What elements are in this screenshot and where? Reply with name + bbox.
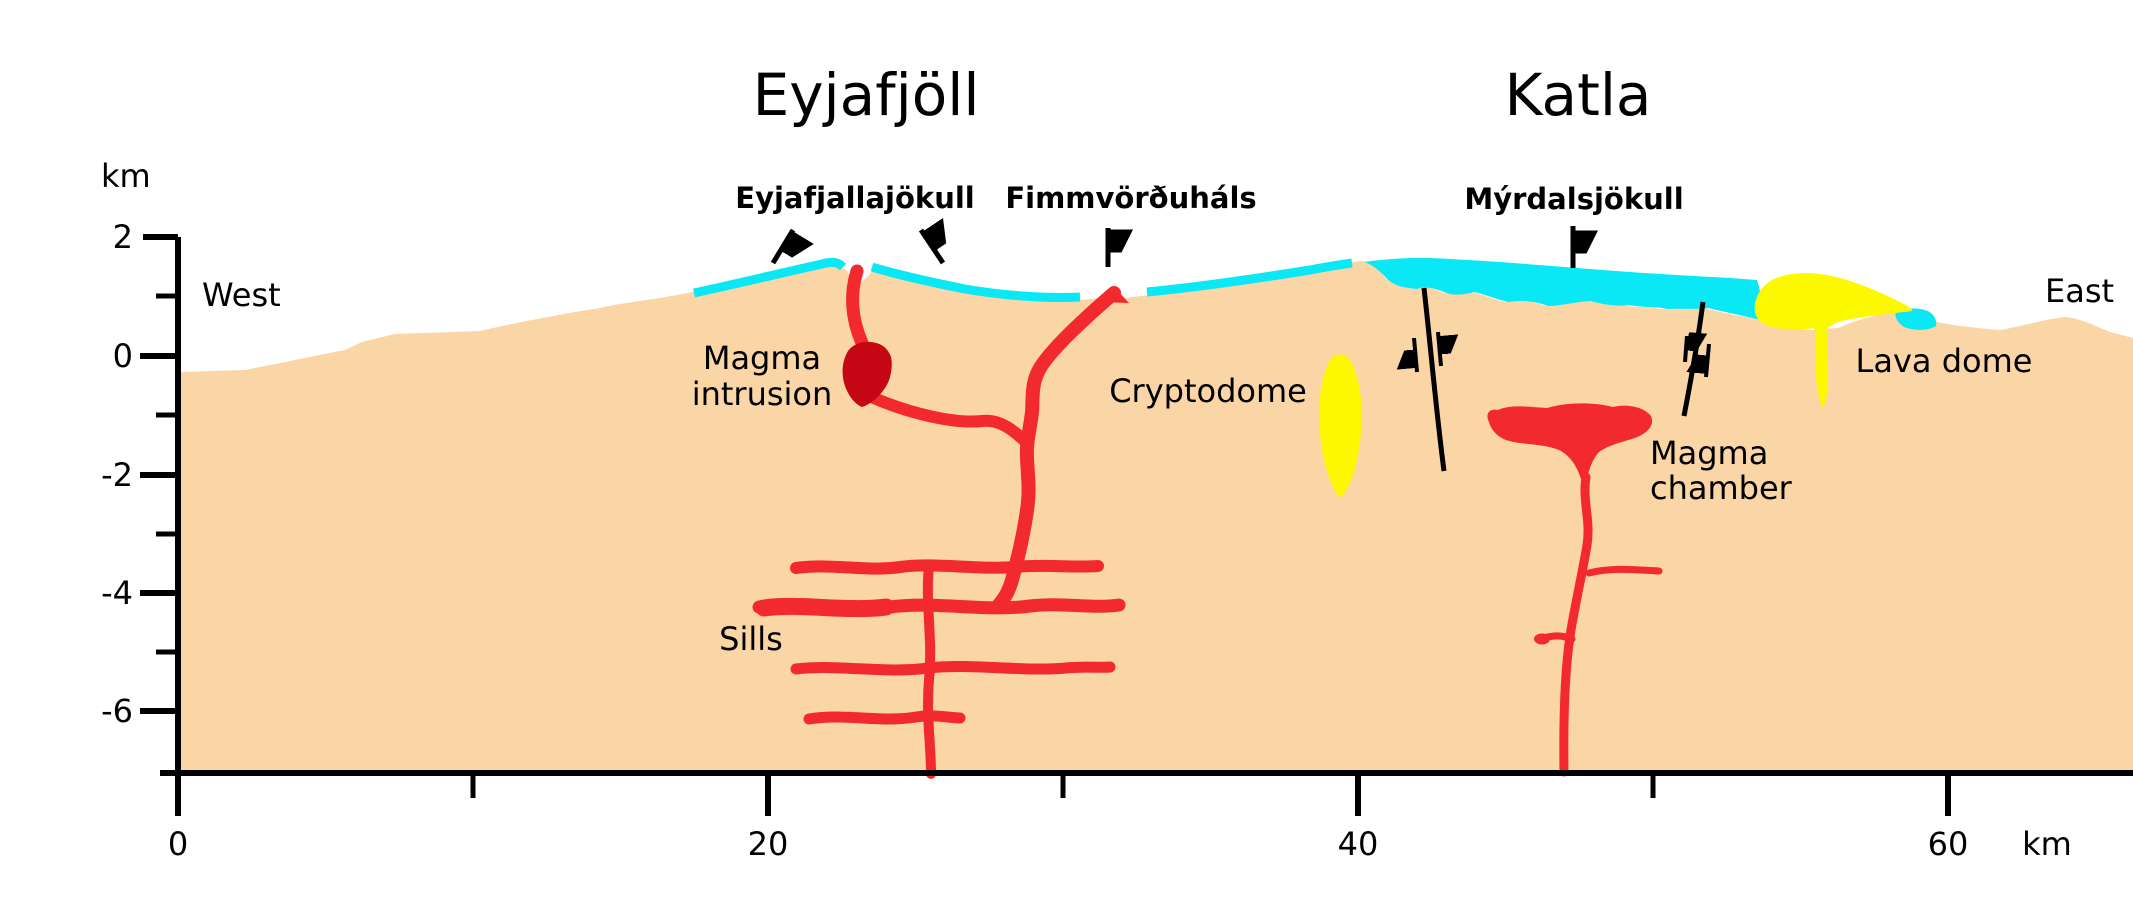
x-axis-unit-label: km [2022, 825, 2072, 863]
lava-dome-body [1754, 273, 1913, 408]
eyjafjallajokull-glacier-west-band [693, 257, 847, 298]
fault-east-up-arrow [1706, 343, 1711, 378]
x-axis-minor-ticks [470, 773, 1656, 798]
eyjafjallajokull-glacier-east-band [870, 262, 1081, 303]
y-tick-label-neg6: -6 [101, 692, 133, 730]
fimmvorduhals-feeder-dike [991, 286, 1121, 613]
sill-2-thick-left [755, 597, 895, 618]
y-tick-label-0: 0 [112, 337, 133, 375]
label-myrdalsjokull: Mýrdalsjökull [1464, 182, 1684, 216]
eyjafjallajokull-pointer-arrow-right [918, 230, 943, 265]
katla-magma-chamber-body [1487, 403, 1653, 479]
fault-west-down-arrow [1436, 331, 1441, 367]
label-lava-dome: Lava dome [1855, 342, 2033, 380]
label-fimmvorduhals: Fimmvörðuháls [1005, 181, 1257, 215]
katla-feeder-dike [1559, 472, 1593, 777]
label-magma-intrusion-line2: intrusion [691, 375, 833, 413]
eyjafjallajokull-pointer-arrow-left [770, 228, 793, 265]
x-tick-label-40: 40 [1337, 825, 1379, 863]
katla-dike-branch-left-tip [1534, 633, 1550, 645]
y-tick-label-neg4: -4 [101, 574, 133, 612]
x-tick-label-60: 60 [1927, 825, 1969, 863]
title-katla: Katla [1504, 61, 1652, 129]
label-west: West [202, 276, 281, 314]
central-deep-dike [922, 562, 936, 779]
fault-west-up-arrow [1414, 337, 1419, 373]
myrdalsjokull-glacier-main [1364, 258, 1762, 320]
sill-4 [803, 710, 966, 725]
magma-intrusion-body [842, 341, 892, 407]
y-axis-minor-ticks [156, 293, 178, 655]
title-eyjafjoll: Eyjafjöll [752, 61, 980, 129]
label-magma-intrusion-line1: Magma [702, 339, 822, 377]
label-cryptodome: Cryptodome [1109, 372, 1307, 410]
diagonal-dike [863, 390, 1032, 448]
katla-dike-branch-right [1585, 565, 1663, 577]
label-eyjafjallajokull: Eyjafjallajökull [735, 181, 975, 215]
label-east: East [2045, 272, 2115, 310]
y-axis-unit-label: km [101, 157, 151, 195]
glacier-pocket-east-of-dome [1895, 308, 1937, 330]
x-tick-label-0: 0 [167, 825, 189, 863]
myrdalsjokull-glacier-west-band [1146, 258, 1353, 297]
sill-3 [790, 660, 1116, 676]
cryptodome-body [1318, 354, 1362, 497]
x-axis-major-ticks [175, 773, 1951, 816]
sill-1 [790, 559, 1104, 575]
summit-dike [846, 264, 869, 350]
caldera-fault-west [1421, 287, 1447, 472]
x-tick-label-20: 20 [747, 825, 789, 863]
label-magma-chamber-line2: chamber [1650, 469, 1792, 507]
fault-east-down-arrow [1683, 336, 1687, 363]
y-tick-label-neg2: -2 [101, 456, 133, 494]
y-tick-label-2: 2 [112, 218, 133, 256]
bedrock-cross-section [178, 261, 2133, 773]
y-axis-major-ticks [140, 234, 178, 714]
label-sills: Sills [719, 620, 783, 658]
label-magma-chamber-line1: Magma [1650, 434, 1769, 472]
